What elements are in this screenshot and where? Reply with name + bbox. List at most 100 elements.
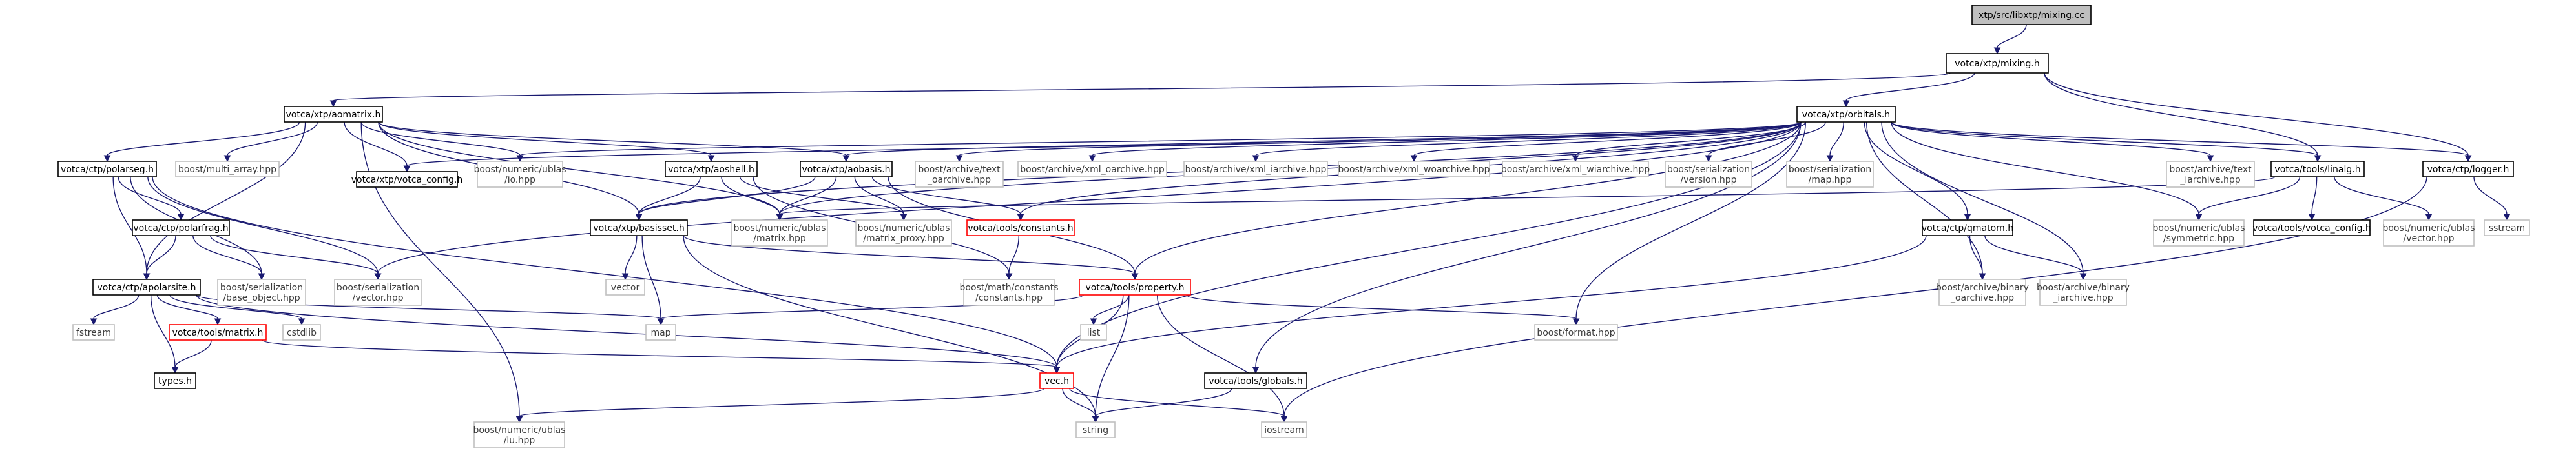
edge-arrowhead xyxy=(2464,155,2472,163)
edge-line xyxy=(93,294,140,319)
node-mixing-cc[interactable]: xtp/src/libxtp/mixing.cc xyxy=(1971,5,2092,25)
node-ctp-polarseg-h[interactable]: votca/ctp/polarseg.h xyxy=(57,161,157,177)
edge-qmatom-h-to-archive-binary-iarchive xyxy=(1984,235,2087,281)
node-ublas-lu: boost/numeric/ublas/lu.hpp xyxy=(473,421,566,448)
edge-apolarsite-h-to-cstdlib xyxy=(169,294,306,326)
edge-arrowhead xyxy=(2425,214,2433,221)
edge-arrowhead xyxy=(1090,318,1097,326)
node-label: votca/xtp/basisset.h xyxy=(593,223,684,234)
node-ublas-symmetric: boost/numeric/ublas/symmetric.hpp xyxy=(2152,219,2245,247)
node-types-h[interactable]: types.h xyxy=(154,372,196,389)
edge-line xyxy=(2044,72,2318,156)
edge-arrowhead xyxy=(103,155,111,163)
edge-line xyxy=(174,339,212,368)
edge-line xyxy=(1255,121,1802,156)
nodes-layer: xtp/src/libxtp/mixing.cc votca/xtp/mixing… xyxy=(57,5,2530,448)
edge-line xyxy=(1134,121,1802,274)
edge-linalg-h-to-tools-votca-config xyxy=(2308,176,2318,221)
edge-arrowhead xyxy=(1705,155,1712,163)
node-box xyxy=(92,279,201,296)
edge-polarfrag-h-to-serialization-base-object xyxy=(192,235,265,281)
node-apolarsite-h[interactable]: votca/ctp/apolarsite.h xyxy=(92,279,201,296)
node-label: boost/numeric/ublas xyxy=(2152,223,2245,234)
node-tools-matrix-h[interactable]: votca/tools/matrix.h xyxy=(169,324,267,341)
node-box xyxy=(1665,161,1752,188)
edge-linalg-h-to-ublas-vector xyxy=(2334,176,2433,221)
node-label: boost/numeric/ublas xyxy=(473,425,565,436)
edge-ctp-polarseg-h-to-vec-h xyxy=(152,176,1061,374)
edge-orbitals-h-to-archive-xml-woarchive xyxy=(1410,121,1802,163)
edge-orbitals-h-to-archive-text-iarchive xyxy=(1891,121,2214,163)
node-property-h[interactable]: votca/tools/property.h xyxy=(1079,279,1191,296)
edge-line xyxy=(1969,235,1983,274)
node-votca-config[interactable]: votca/xtp/votca_config.h xyxy=(351,171,463,188)
node-box xyxy=(2253,219,2371,236)
node-basisset-h[interactable]: votca/xtp/basisset.h xyxy=(590,219,688,236)
edge-arrowhead xyxy=(1842,100,1850,108)
node-logger-h[interactable]: votca/ctp/logger.h xyxy=(2422,161,2514,177)
node-multi-array: boost/multi_array.hpp xyxy=(175,161,280,177)
node-mixing-h[interactable]: votca/xtp/mixing.h xyxy=(1946,53,2049,74)
edge-arrowhead xyxy=(1252,367,1260,374)
edge-arrowhead xyxy=(516,155,524,163)
node-polarfrag-h[interactable]: votca/ctp/polarfrag.h xyxy=(132,219,230,236)
edge-qmatom-h-to-archive-binary-oarchive xyxy=(1969,235,1986,281)
node-box xyxy=(1534,324,1618,341)
node-ublas-io: boost/numeric/ublas/io.hpp xyxy=(473,161,566,188)
node-label: boost/archive/xml_wiarchive.hpp xyxy=(1501,165,1650,175)
node-aomatrix-h[interactable]: votca/xtp/aomatrix.h xyxy=(284,106,383,123)
node-label: iostream xyxy=(1264,425,1304,436)
edge-orbitals-h-to-globals-h xyxy=(1252,121,1802,374)
node-box xyxy=(1080,324,1107,341)
node-ublas-matrix: boost/numeric/ublas/matrix.hpp xyxy=(731,219,828,247)
edge-line xyxy=(2473,176,2508,215)
edge-line xyxy=(638,176,816,215)
edge-line xyxy=(1891,121,2199,215)
node-vec-h[interactable]: vec.h xyxy=(1039,372,1074,389)
node-box xyxy=(473,421,565,448)
node-label: /symmetric.hpp xyxy=(2163,234,2234,244)
node-tools-votca-config[interactable]: votca/tools/votca_config.h xyxy=(2252,219,2371,236)
node-label: /lu.hpp xyxy=(504,436,535,446)
node-box xyxy=(2383,219,2475,247)
node-orbitals-h[interactable]: votca/xtp/orbitals.h xyxy=(1796,106,1896,123)
edge-line xyxy=(740,176,904,215)
node-label: boost/archive/binary xyxy=(2037,283,2130,293)
edge-arrowhead xyxy=(329,100,337,108)
node-constants-h[interactable]: votca/tools/constants.h xyxy=(966,219,1075,236)
edge-globals-h-to-string xyxy=(1092,388,1232,423)
edge-arrowhead xyxy=(1088,155,1096,163)
node-boost-format: boost/format.hpp xyxy=(1534,324,1618,341)
edge-ctp-polarseg-h-to-polarfrag-h xyxy=(118,176,185,221)
node-label: string xyxy=(1083,425,1108,436)
node-aoshell-h[interactable]: votca/xtp/aoshell.h xyxy=(665,161,758,177)
node-cstdlib: cstdlib xyxy=(282,324,321,341)
edge-line xyxy=(1891,121,2469,156)
node-label: /map.hpp xyxy=(1809,175,1852,185)
node-label: boost/numeric/ublas xyxy=(733,223,826,234)
edge-aomatrix-h-to-ctp-polarseg-h xyxy=(103,121,300,163)
edge-line xyxy=(519,388,1044,417)
node-label: votca/xtp/aobasis.h xyxy=(802,165,890,175)
edge-line xyxy=(2334,176,2429,215)
node-box xyxy=(2039,279,2127,306)
node-box xyxy=(1946,53,2049,74)
node-label: /vector.hpp xyxy=(353,293,404,303)
node-label: boost/archive/binary xyxy=(1936,283,2029,293)
node-label: /vector.hpp xyxy=(2404,234,2455,244)
edge-line xyxy=(683,235,1136,274)
node-linalg-h[interactable]: votca/tools/linalg.h xyxy=(2270,161,2365,177)
node-box xyxy=(72,324,115,341)
edge-basisset-h-to-vector xyxy=(621,235,638,281)
node-label: /base_object.hpp xyxy=(223,293,300,303)
node-fstream: fstream xyxy=(72,324,115,341)
node-label: xtp/src/libxtp/mixing.cc xyxy=(1979,10,2084,21)
edge-aobasis-h-to-constants-h xyxy=(871,176,1024,221)
edge-arrowhead xyxy=(1252,155,1260,163)
node-serialization-base-object: boost/serialization/base_object.hpp xyxy=(217,279,306,306)
node-globals-h[interactable]: votca/tools/globals.h xyxy=(1204,372,1307,389)
node-aobasis-h[interactable]: votca/xtp/aobasis.h xyxy=(800,161,893,177)
node-qmatom-h[interactable]: votca/ctp/qmatom.h xyxy=(1922,219,2013,236)
edge-line xyxy=(1056,235,1927,368)
edge-line xyxy=(625,235,638,274)
